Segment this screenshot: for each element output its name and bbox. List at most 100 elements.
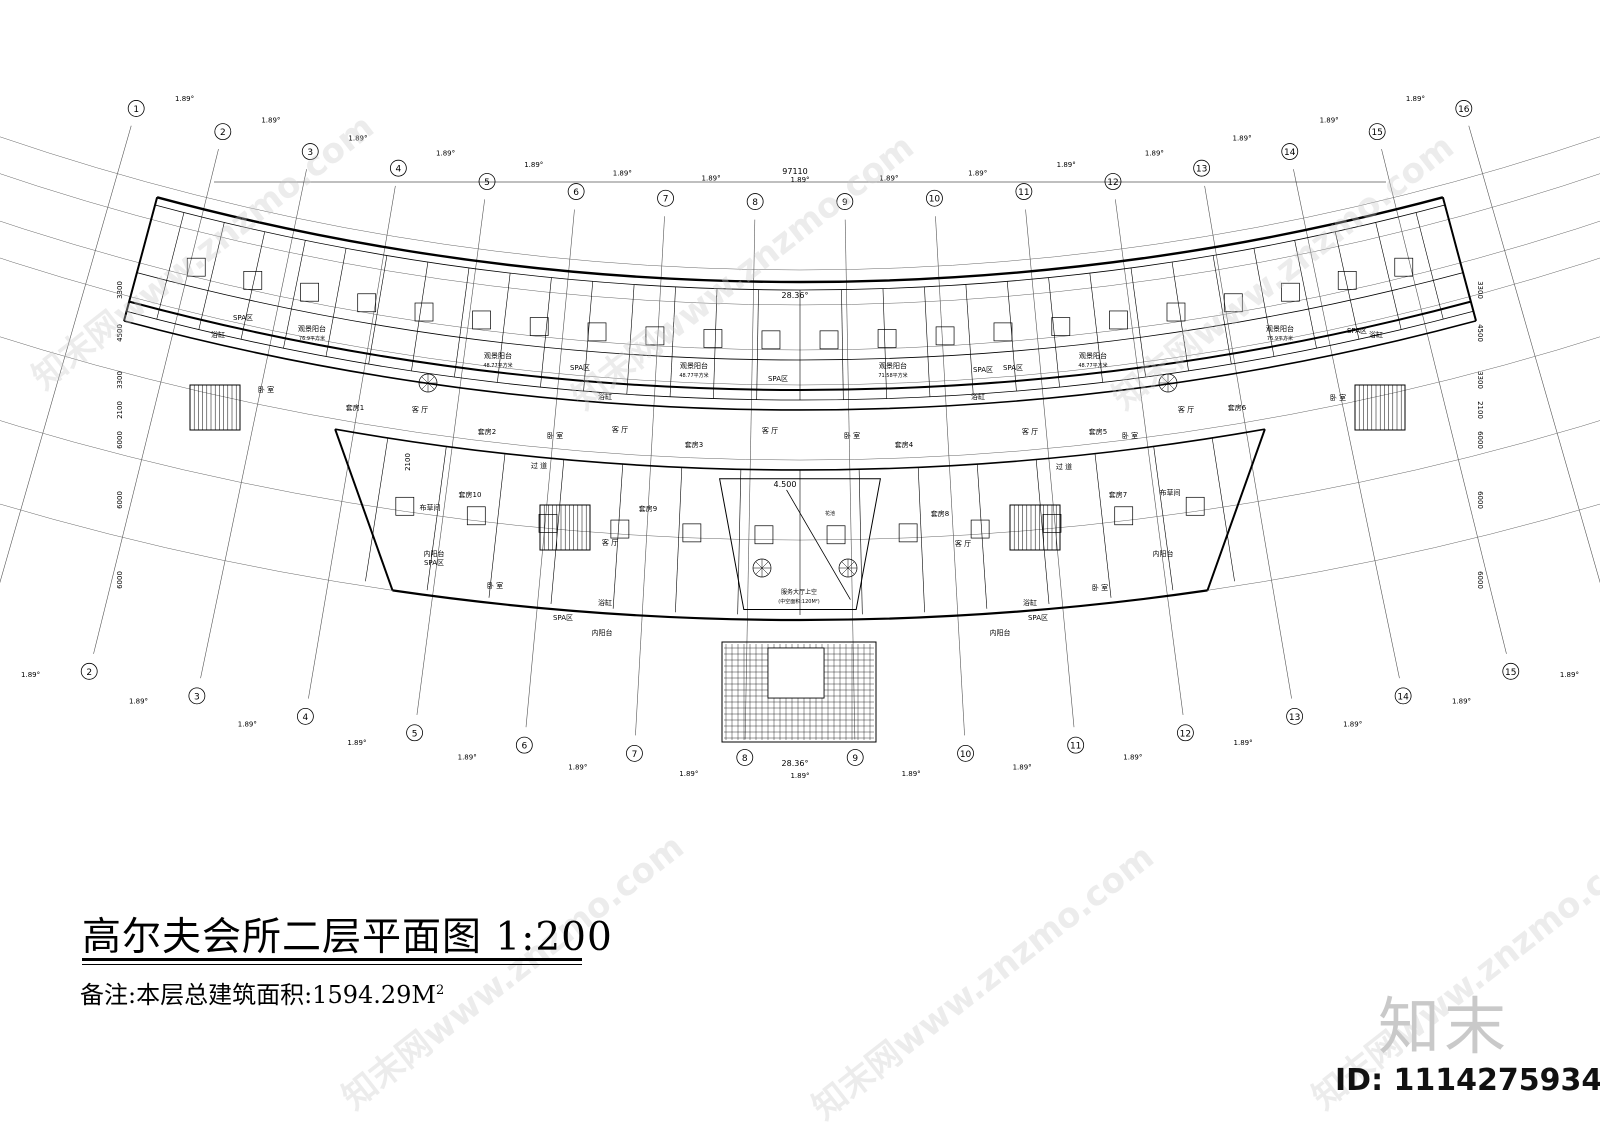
axis-label-bottom-2: 2	[86, 668, 92, 678]
dimension-labels: 9711028.36°28.36°1.89°1.89°1.89°1.89°1.8…	[21, 95, 1579, 780]
axis-bubble-top-9: 9	[836, 193, 854, 210]
axis-label-top-10: 10	[929, 195, 941, 205]
title-underline	[82, 958, 582, 961]
partition	[841, 289, 844, 400]
partition	[198, 222, 225, 330]
step-dimension-top: 1.89°	[1145, 149, 1164, 157]
axis-bubble-bottom-9: 9	[846, 749, 864, 766]
spa-label: SPA区	[233, 314, 253, 322]
axis-label-bottom-6: 6	[521, 742, 527, 752]
step-dimension-bottom: 1.89°	[1452, 698, 1471, 706]
linen-label: 布草间	[420, 503, 441, 512]
axis-bubble-top-10: 10	[926, 189, 943, 207]
grid-line-4	[308, 185, 396, 699]
corridor-label: 过 道	[1056, 462, 1072, 471]
partition	[675, 467, 683, 613]
partition	[325, 248, 347, 357]
suite-label: 套房7	[1109, 490, 1127, 499]
axis-label-bottom-4: 4	[303, 713, 309, 723]
furniture	[610, 519, 630, 539]
axis-label-bottom-7: 7	[632, 750, 638, 760]
furniture	[1166, 302, 1186, 322]
axis-label-bottom-10: 10	[960, 750, 972, 760]
furniture	[395, 496, 415, 516]
furniture	[1109, 310, 1128, 330]
furniture	[1281, 282, 1300, 302]
axis-bubble-top-3: 3	[301, 143, 319, 160]
step-dimension-top: 1.89°	[436, 149, 455, 157]
arc-top-dimension: 28.36°	[782, 291, 809, 300]
right-row-dimension: 2100	[1476, 401, 1484, 419]
suite-label: 套房9	[639, 504, 657, 513]
wing-wall	[154, 204, 1446, 291]
grid-line-14	[1293, 169, 1400, 679]
partition	[1211, 437, 1235, 582]
axis-bubble-bottom-3: 3	[188, 687, 206, 705]
step-dimension-bottom: 1.89°	[347, 739, 366, 747]
axis-label-top-7: 7	[663, 195, 669, 205]
furniture	[538, 514, 558, 533]
axis-bubble-bottom-8: 8	[736, 749, 754, 766]
axis-bubble-top-2: 2	[214, 123, 232, 141]
corridor-dimension: 2100	[404, 453, 412, 471]
axis-label-top-15: 15	[1371, 128, 1382, 138]
axis-label-top-11: 11	[1018, 188, 1029, 198]
step-dimension-bottom: 1.89°	[568, 764, 587, 772]
furniture	[970, 519, 990, 539]
balcony-label: 观景阳台	[879, 361, 907, 370]
step-dimension-top: 1.89°	[348, 135, 367, 143]
step-dimension-top: 1.89°	[175, 95, 194, 103]
partition	[917, 467, 925, 613]
step-dimension-top: 1.89°	[1057, 161, 1076, 169]
right-row-dimension: 3300	[1476, 281, 1484, 299]
partition	[1212, 255, 1232, 365]
furniture	[826, 525, 846, 545]
inner-balcony-label: 内阳台	[1153, 549, 1174, 558]
axis-bubble-bottom-10: 10	[957, 744, 974, 762]
corridor-label: 过 道	[531, 461, 547, 470]
step-dimension-top: 1.89°	[790, 176, 809, 184]
balcony-area-label: 71.58平方米	[878, 372, 907, 379]
step-dimension-top: 1.89°	[968, 169, 987, 177]
bedroom-label: 卧 室	[1330, 393, 1346, 402]
furniture	[466, 506, 486, 526]
axis-bubble-top-15: 15	[1368, 123, 1386, 141]
living-label: 客 厅	[955, 539, 971, 548]
balcony-area-label: 76.9平方米	[1267, 335, 1293, 342]
axis-bubble-bottom-4: 4	[296, 707, 314, 725]
balcony-label: 观景阳台	[298, 324, 326, 333]
left-row-dimension: 6000	[116, 571, 124, 589]
furniture	[1394, 257, 1414, 277]
axis-bubble-top-4: 4	[389, 159, 407, 177]
grid-line-11	[1025, 209, 1075, 728]
axis-bubble-bottom-15: 15	[1502, 662, 1520, 680]
grid-line-9	[844, 219, 856, 740]
furniture	[587, 322, 607, 342]
bath-label: 浴缸	[1369, 330, 1383, 339]
step-dimension-bottom: 1.89°	[238, 720, 257, 728]
furniture	[414, 302, 434, 322]
living-label: 客 厅	[1178, 405, 1194, 414]
wing-wall	[156, 196, 1444, 284]
grid-line-12	[1115, 199, 1184, 715]
living-label: 客 厅	[612, 425, 628, 434]
axis-label-top-6: 6	[573, 188, 579, 198]
grid-line-13	[1204, 185, 1292, 699]
drawing-title-block: 高尔夫会所二层平面图 1:200	[82, 906, 613, 965]
bedroom-label: 卧 室	[1122, 431, 1138, 440]
grid-line-2	[93, 149, 219, 654]
atrium-sub-label: (中空面积:120M²)	[778, 598, 819, 605]
suite-label: 套房1	[346, 403, 364, 412]
axis-label-top-1: 1	[133, 105, 139, 115]
spa-label: SPA区	[768, 375, 788, 383]
axis-bubble-bottom-2: 2	[80, 662, 98, 680]
balcony-label: 观景阳台	[484, 351, 512, 360]
partition	[1253, 248, 1275, 357]
document-id: ID: 1114275934	[1335, 1063, 1600, 1098]
furniture	[1051, 317, 1071, 336]
bedroom-label: 卧 室	[547, 431, 563, 440]
axis-bubble-bottom-11: 11	[1067, 736, 1085, 754]
grid-line-15	[1381, 149, 1507, 654]
partition	[713, 288, 718, 399]
